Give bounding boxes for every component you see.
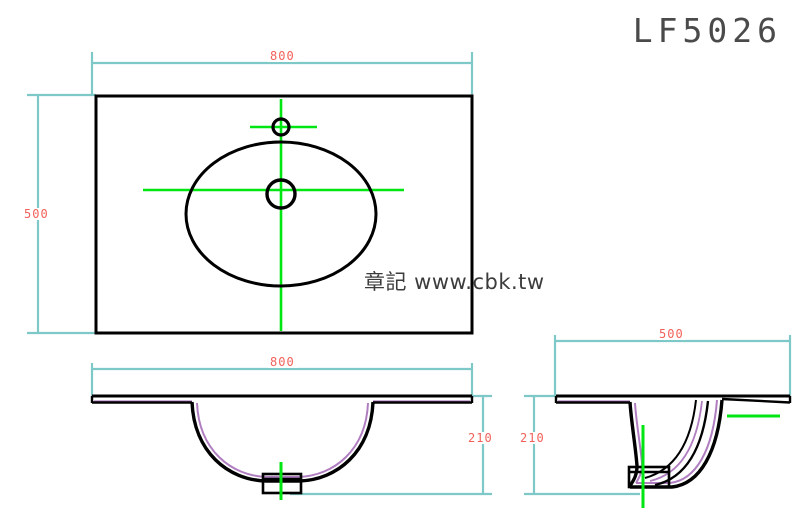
drawing-title: LF5026 [632, 11, 782, 50]
top-view-dimension-800 [90, 52, 474, 96]
dimension-label-front-width: 800 [268, 355, 297, 369]
side-drain-boss [627, 465, 671, 489]
watermark: 章記 www.cbk.tw [364, 270, 545, 294]
side-rim-bottom-right [721, 397, 791, 404]
basin-bowl-outline [184, 140, 378, 288]
front-view-geometry [90, 394, 474, 500]
dimension-label-side-depth: 500 [657, 327, 686, 341]
dimension-label-side-height: 210 [518, 431, 547, 445]
dimension-label-top-width: 800 [268, 49, 297, 63]
top-view-centerlines [143, 99, 404, 331]
side-overflow-ribs [644, 399, 710, 487]
side-view-dimension-500 [553, 335, 792, 396]
countertop-outline [94, 94, 474, 335]
side-view-geometry [554, 394, 792, 508]
dimension-label-front-height: 210 [466, 431, 495, 445]
side-bowl-outer-curve [630, 399, 724, 489]
faucet-hole [271, 117, 291, 137]
dimension-label-top-depth: 500 [22, 207, 51, 221]
front-view-dimension-800 [90, 363, 474, 398]
side-view-dimension-210 [524, 394, 640, 496]
top-view-geometry [94, 94, 474, 335]
drain-hole [265, 178, 297, 210]
side-bowl-inner-curve [636, 399, 718, 484]
